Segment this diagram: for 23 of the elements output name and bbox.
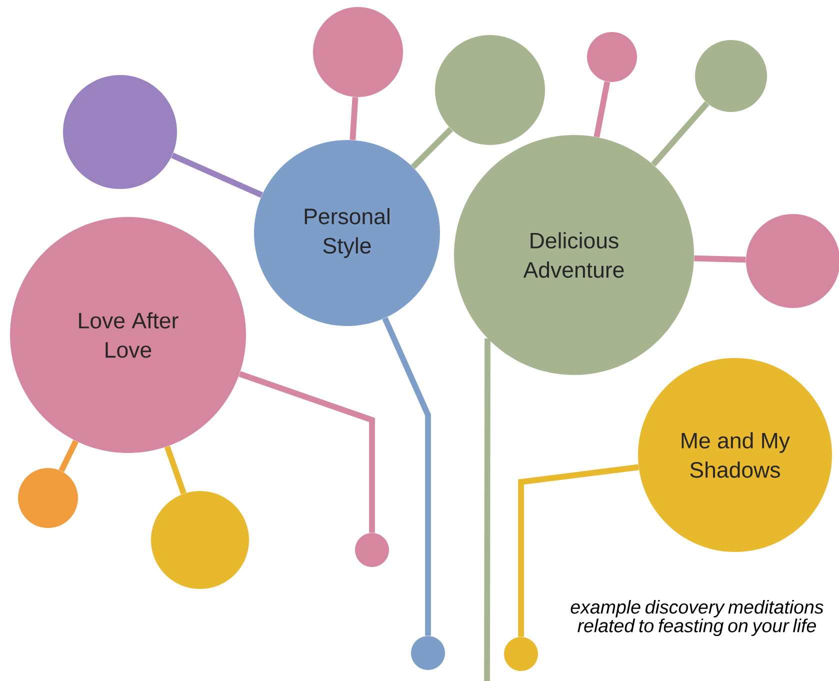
- circle: [151, 491, 249, 589]
- circle: [355, 533, 389, 567]
- circle: [504, 637, 538, 671]
- connector-line: [350, 96, 358, 140]
- circle: [63, 75, 177, 189]
- circle: [313, 7, 403, 97]
- connector-line: [694, 255, 746, 263]
- connector-line: [238, 371, 375, 533]
- circle: [587, 32, 637, 82]
- connector-line: [484, 338, 490, 681]
- caption-text: example discovery meditations related to feasting on your life: [570, 600, 824, 636]
- connector-line: [58, 440, 79, 472]
- connector-line: [651, 101, 710, 167]
- connector-line: [382, 316, 431, 636]
- connector-line: [164, 446, 186, 495]
- connector-line: [594, 81, 610, 138]
- connector-line: [518, 464, 639, 637]
- circle: [18, 468, 78, 528]
- circle: [435, 35, 545, 145]
- connector-line: [171, 152, 263, 198]
- circle: [411, 636, 445, 670]
- circle: [695, 40, 767, 112]
- connector-line: [410, 126, 454, 170]
